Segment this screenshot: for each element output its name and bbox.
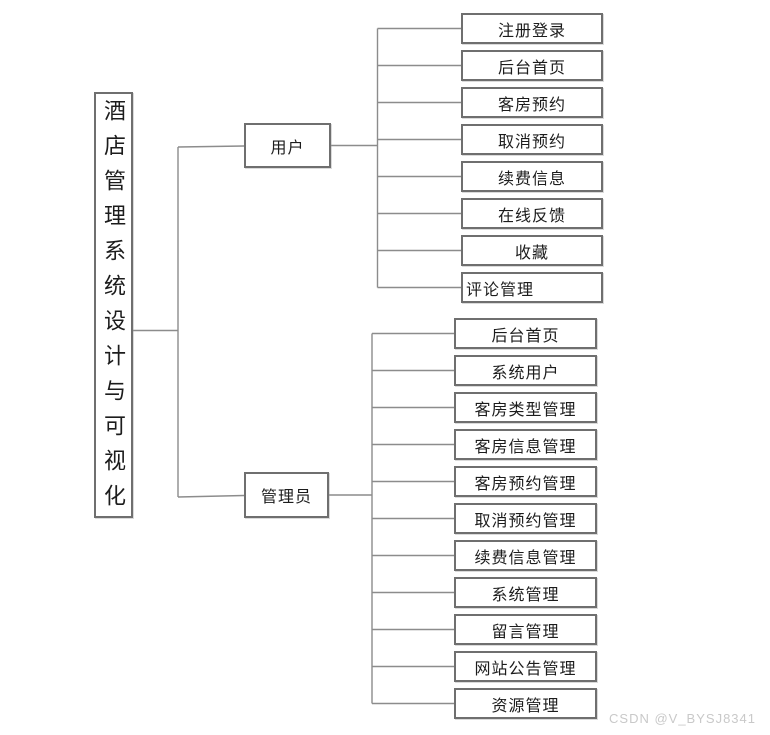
root-node-label: 酒店管理系统设计与可视化 xyxy=(101,99,126,519)
leaf-node: 客房信息管理 xyxy=(454,429,597,460)
leaf-node: 客房类型管理 xyxy=(454,392,597,423)
branch-node-user: 用户 xyxy=(244,123,331,168)
branch-admin-label: 管理员 xyxy=(260,489,312,506)
leaf-node: 客房预约管理 xyxy=(454,466,597,497)
leaf-node: 在线反馈 xyxy=(461,198,603,229)
watermark: CSDN @V_BYSJ8341 xyxy=(609,711,756,726)
branch-user-label: 用户 xyxy=(270,139,305,157)
leaf-node: 注册登录 xyxy=(461,13,603,44)
leaf-node: 客房预约 xyxy=(461,87,603,118)
leaf-node: 续费信息 xyxy=(461,161,603,192)
leaf-node: 系统管理 xyxy=(454,577,597,608)
leaf-node: 后台首页 xyxy=(461,50,603,81)
leaf-node: 资源管理 xyxy=(454,688,597,719)
leaf-node: 评论管理 xyxy=(461,272,603,303)
leaf-node: 网站公告管理 xyxy=(454,651,597,682)
leaf-node: 续费信息管理 xyxy=(454,540,597,571)
leaf-node: 留言管理 xyxy=(454,614,597,645)
leaf-node: 收藏 xyxy=(461,235,603,266)
root-node: 酒店管理系统设计与可视化 xyxy=(94,92,133,519)
leaf-node: 系统用户 xyxy=(454,355,597,386)
leaf-node: 取消预约 xyxy=(461,124,603,155)
leaf-node: 取消预约管理 xyxy=(454,503,597,534)
leaf-node: 后台首页 xyxy=(454,318,597,349)
branch-node-admin: 管理员 xyxy=(244,472,329,518)
